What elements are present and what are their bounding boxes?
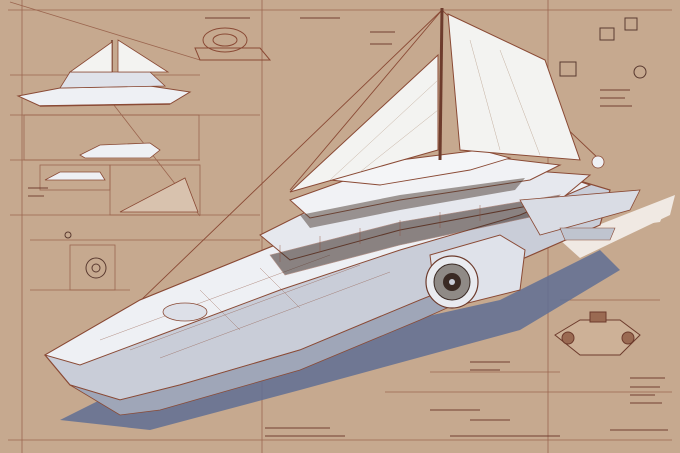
superstructure xyxy=(259,149,641,276)
sail-icon xyxy=(289,7,605,193)
engine-pod-icon xyxy=(425,234,526,309)
plan-detail xyxy=(554,311,641,356)
gear-detail-icon xyxy=(64,17,647,279)
annotation-marks xyxy=(28,17,668,437)
blueprint-frame-lines xyxy=(8,0,672,453)
profile-sketches xyxy=(44,142,199,213)
side-view-sketch xyxy=(16,39,192,107)
speed-streaks xyxy=(560,195,675,258)
engine-sketch-top xyxy=(194,27,272,61)
